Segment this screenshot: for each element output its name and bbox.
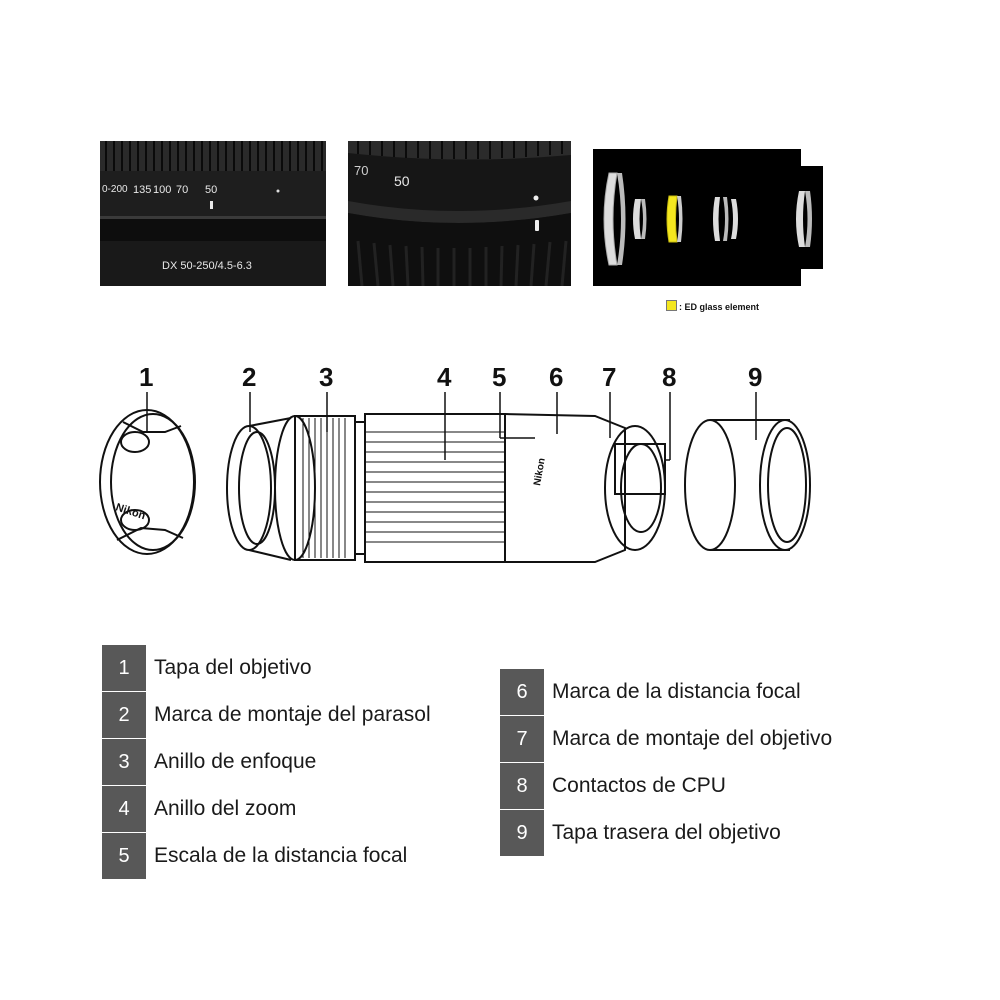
zoom-ring-photo: 0-200 135 100 70 50 DX 50-250/4.5-6.3 (100, 141, 326, 286)
callout-2: 2 (242, 362, 256, 392)
focal-mark-photo: 70 50 (348, 141, 571, 286)
part-number: 2 (102, 692, 146, 738)
lens-parts-diagram: Nikon Nikon 1 2 3 4 5 6 7 8 9 (99, 362, 811, 563)
focal-scale-label: 70 (354, 163, 369, 178)
part-label: Anillo del zoom (154, 797, 297, 820)
part-number: 4 (102, 786, 146, 832)
part-label: Marca de la distancia focal (552, 680, 801, 703)
ed-glass-legend-label: : ED glass element (679, 302, 760, 312)
part-number: 8 (500, 763, 544, 809)
zoom-scale-label: 50 (205, 184, 218, 196)
callout-5: 5 (492, 362, 506, 392)
zoom-scale-label: 100 (153, 184, 172, 196)
part-label: Marca de montaje del objetivo (552, 727, 833, 750)
part-number: 7 (500, 716, 544, 762)
cap-brand-label: Nikon (114, 501, 147, 522)
optical-diagram (591, 141, 824, 293)
part-number: 3 (102, 739, 146, 785)
ed-glass-legend: : ED glass element (666, 300, 759, 312)
zoom-ring-drawing (355, 413, 506, 563)
callout-4: 4 (437, 362, 452, 392)
hood-mount-drawing (226, 417, 292, 561)
callout-1: 1 (139, 362, 153, 392)
zoom-scale-label: 70 (176, 184, 189, 196)
part-number: 6 (500, 669, 544, 715)
part-label: Marca de montaje del parasol (154, 703, 431, 726)
part-label: Anillo de enfoque (154, 750, 317, 773)
callout-6: 6 (549, 362, 563, 392)
part-label: Tapa trasera del objetivo (552, 821, 781, 844)
zoom-scale-label: 0-200 (102, 184, 128, 195)
callout-9: 9 (748, 362, 762, 392)
part-label: Tapa del objetivo (154, 656, 312, 679)
brand-label: Nikon (532, 457, 548, 486)
part-number: 9 (500, 810, 544, 856)
callout-8: 8 (662, 362, 676, 392)
model-label: DX 50-250/4.5-6.3 (162, 260, 252, 272)
ed-glass-swatch (666, 300, 677, 311)
callout-3: 3 (319, 362, 333, 392)
part-label: Escala de la distancia focal (154, 844, 408, 867)
part-label: Contactos de CPU (552, 774, 726, 797)
callout-7: 7 (602, 362, 616, 392)
part-number: 5 (102, 833, 146, 879)
focal-scale-label: 50 (394, 173, 410, 189)
rear-cap-drawing (684, 419, 811, 551)
zoom-scale-label: 135 (133, 184, 152, 196)
part-number: 1 (102, 645, 146, 691)
